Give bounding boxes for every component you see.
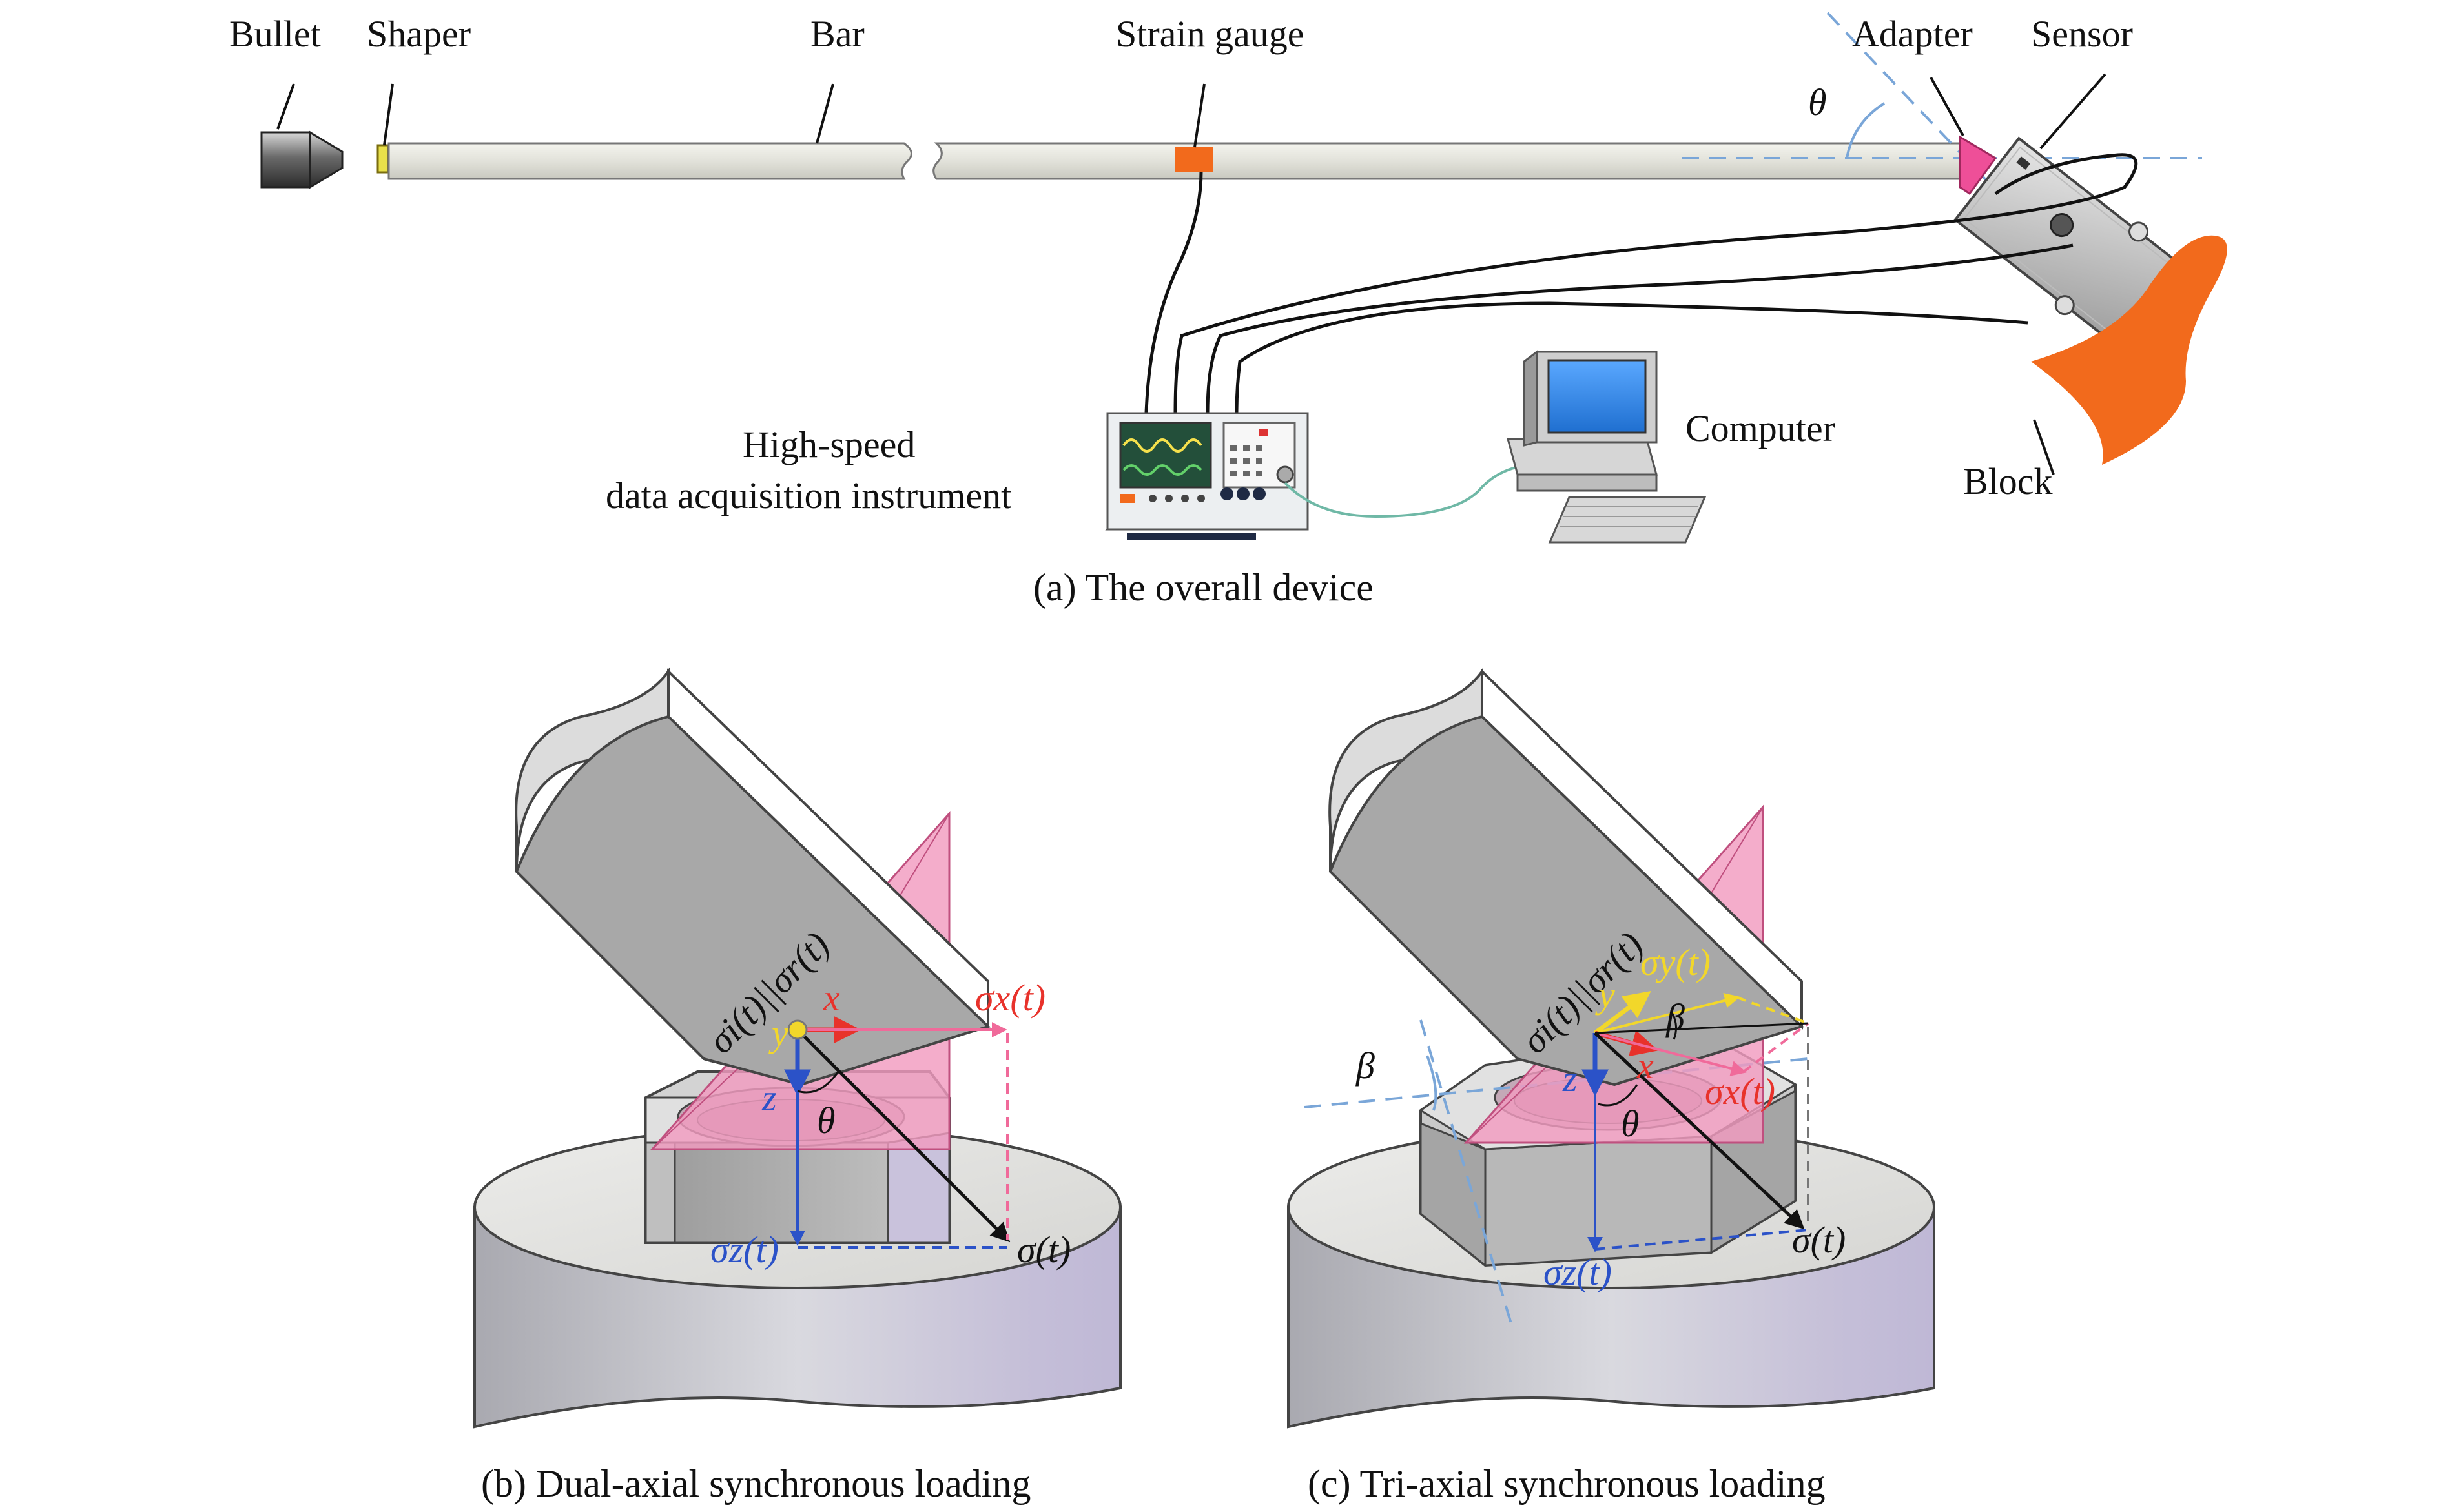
label-sigma-x-c: σx(t) <box>1705 1070 1775 1112</box>
block-drawing <box>2031 235 2227 465</box>
label-daq-line2: data acquisition instrument <box>606 475 1011 516</box>
strain-gauge-drawing <box>1175 147 1213 172</box>
label-block: Block <box>1963 460 2053 502</box>
panel-b: σi(t)||σr(t) x y z σx(t) σz(t) σ(t) θ (b… <box>473 667 1122 1505</box>
label-sigma-y-c: σy(t) <box>1640 941 1711 983</box>
bar-segment-left <box>387 142 912 180</box>
caption-a: (a) The overall device <box>1033 566 1374 609</box>
shaper-drawing <box>376 144 389 174</box>
computer-drawing <box>1507 350 1707 544</box>
caption-c: (c) Tri-axial synchronous loading <box>1308 1462 1826 1505</box>
panel-c: σi(t)||σr(t) y σy(t) β x σx(t) z θ β σ(t… <box>1287 667 1935 1505</box>
label-strain-gauge: Strain gauge <box>1116 13 1304 55</box>
label-beta-top-c: β <box>1665 996 1685 1038</box>
label-beta-left-c: β <box>1355 1045 1375 1087</box>
label-sensor: Sensor <box>2031 13 2133 55</box>
label-bar: Bar <box>810 13 865 55</box>
label-sigma-b: σ(t) <box>1017 1229 1071 1271</box>
label-sigma-z-b: σz(t) <box>710 1229 779 1271</box>
label-sigma-x-b: σx(t) <box>975 977 1045 1019</box>
daq-instrument-drawing <box>1105 412 1309 540</box>
label-bullet: Bullet <box>229 13 321 55</box>
label-theta-b: θ <box>817 1099 836 1141</box>
label-z-c: z <box>1562 1057 1578 1099</box>
label-sigma-c: σ(t) <box>1792 1219 1846 1261</box>
label-adapter: Adapter <box>1852 13 1973 55</box>
label-daq-line1: High-speed <box>743 424 915 465</box>
label-sigma-z-c: σz(t) <box>1543 1251 1612 1293</box>
label-computer: Computer <box>1685 407 1835 449</box>
panel-a: Bullet Shaper Bar Strain gauge Adapter S… <box>229 12 2227 609</box>
label-z-b: z <box>761 1077 777 1119</box>
label-theta-c: θ <box>1621 1103 1640 1145</box>
label-y-b: y <box>768 1012 788 1054</box>
label-x-b: x <box>823 977 840 1019</box>
label-x-c: x <box>1636 1045 1654 1087</box>
adapter-drawing <box>1959 135 1997 196</box>
label-theta-a: θ <box>1808 81 1827 123</box>
label-y-c: y <box>1595 974 1615 1016</box>
bullet-drawing <box>260 130 344 189</box>
caption-b: (b) Dual-axial synchronous loading <box>481 1462 1031 1505</box>
bar-segment-right <box>932 142 1961 180</box>
label-shaper: Shaper <box>367 13 471 55</box>
